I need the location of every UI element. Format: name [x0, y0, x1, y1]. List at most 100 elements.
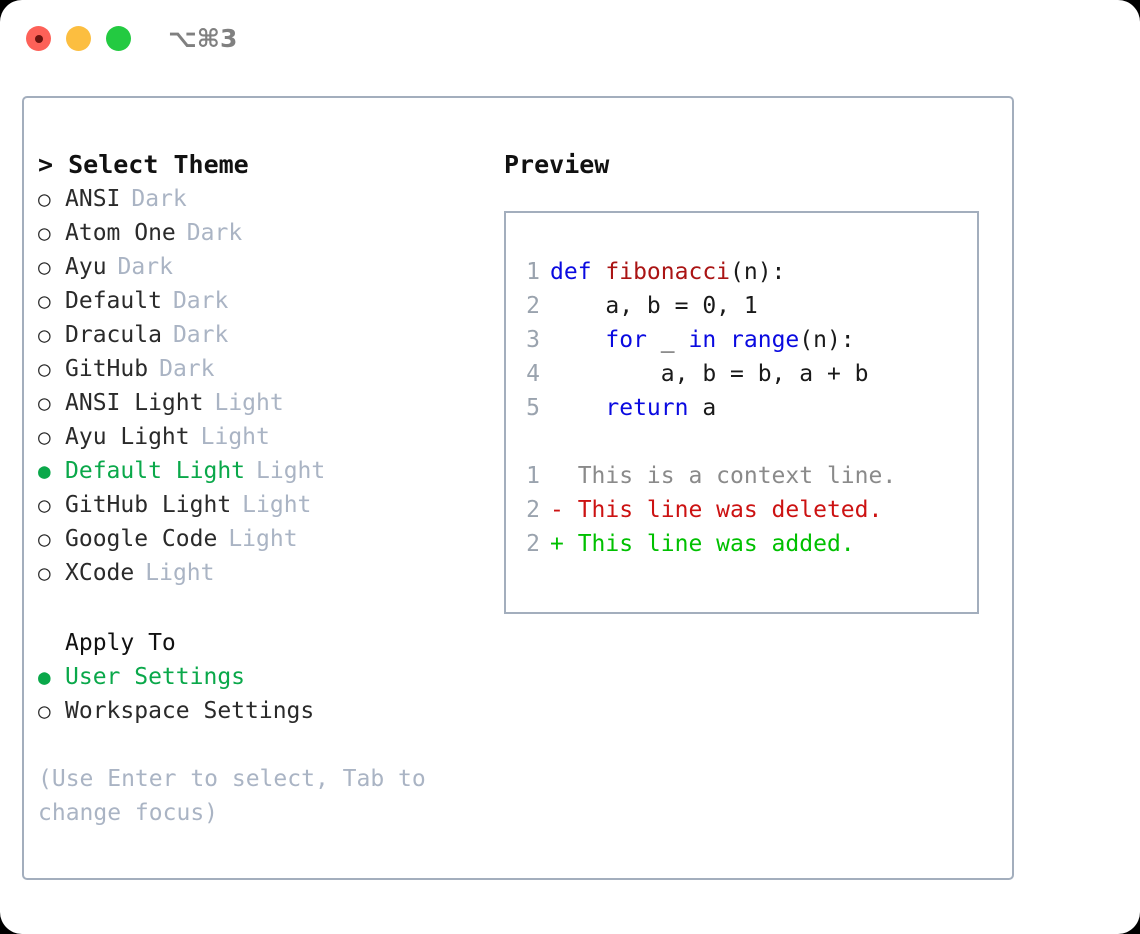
- code-line-number: 2: [526, 293, 540, 319]
- diff-line-number: 2: [526, 531, 540, 557]
- theme-option-label: ANSI: [65, 186, 121, 212]
- keyboard-hint-text: (Use Enter to select, Tab to change focu…: [38, 766, 426, 826]
- close-window-button[interactable]: [26, 26, 51, 51]
- diff-line-text: + This line was added.: [550, 531, 855, 557]
- theme-option-label: Dracula: [65, 322, 162, 348]
- theme-option-tag: Dark: [186, 220, 243, 246]
- code-token-pl: a, b = b, a + b: [550, 361, 869, 387]
- apply-to-option-workspace-settings[interactable]: ○ Workspace Settings: [38, 694, 502, 728]
- radio-unselected-icon: ○: [38, 391, 51, 415]
- diff-line-number: 2: [526, 497, 540, 523]
- theme-option-label: Default: [65, 288, 162, 314]
- preview-header: Preview: [504, 150, 610, 179]
- theme-option-github-light[interactable]: ○ GitHub Light Light: [38, 488, 502, 522]
- theme-option-label: GitHub: [65, 356, 149, 382]
- code-line-text: a, b = 0, 1: [550, 289, 758, 323]
- code-token-pl: [550, 327, 605, 353]
- apply-to-option-label: Workspace Settings: [65, 698, 315, 724]
- code-line: 1 def fibonacci(n):: [506, 255, 977, 289]
- theme-option-tag: Dark: [172, 322, 229, 348]
- code-line-text: def fibonacci(n):: [550, 255, 785, 289]
- code-token-kw: for: [605, 327, 647, 353]
- code-token-pl: (n):: [799, 327, 855, 353]
- radio-unselected-icon: ○: [38, 357, 51, 381]
- code-line-number: 3: [526, 327, 540, 353]
- code-token-kw: def: [550, 259, 606, 285]
- theme-option-tag: Dark: [117, 254, 173, 280]
- theme-option-ayu-light[interactable]: ○ Ayu Light Light: [38, 420, 502, 454]
- theme-option-tag: Dark: [159, 356, 215, 382]
- code-token-pl: [550, 395, 605, 421]
- theme-option-label: Default Light: [65, 458, 246, 484]
- radio-unselected-icon: ○: [38, 561, 51, 585]
- radio-unselected-icon: ○: [38, 527, 51, 551]
- theme-option-atom-one[interactable]: ○ Atom One Dark: [38, 216, 502, 250]
- code-line-number: 5: [526, 395, 540, 421]
- radio-unselected-icon: ○: [38, 187, 51, 211]
- code-token-fn: fibonacci: [605, 259, 731, 285]
- radio-unselected-icon: ○: [38, 221, 51, 245]
- code-line-number: 4: [526, 361, 540, 387]
- theme-option-tag: Dark: [131, 186, 187, 212]
- code-line-number: 1: [526, 259, 540, 285]
- theme-option-default-light[interactable]: ● Default Light Light: [38, 454, 502, 488]
- diff-line-text: This is a context line.: [550, 463, 897, 489]
- apply-to-option-label: User Settings: [65, 664, 246, 690]
- apply-to-header: Apply To: [65, 630, 176, 656]
- theme-option-label: Atom One: [65, 220, 176, 246]
- code-line-text: return a: [550, 391, 716, 425]
- radio-unselected-icon: ○: [38, 699, 51, 723]
- radio-unselected-icon: ○: [38, 493, 51, 517]
- code-line: 2 a, b = 0, 1: [506, 289, 977, 323]
- theme-option-ayu[interactable]: ○ Ayu Dark: [38, 250, 502, 284]
- radio-unselected-icon: ○: [38, 425, 51, 449]
- theme-option-tag: Light: [228, 526, 298, 552]
- theme-option-label: GitHub Light: [65, 492, 232, 518]
- radio-unselected-icon: ○: [38, 255, 51, 279]
- code-token-kw: return: [605, 395, 689, 421]
- diff-line-ctx: 1 This is a context line.: [506, 459, 977, 493]
- diff-sample: 1 This is a context line.2- This line wa…: [506, 459, 977, 561]
- diff-line-number: 1: [526, 463, 540, 489]
- theme-option-github[interactable]: ○ GitHub Dark: [38, 352, 502, 386]
- diff-line-add: 2 + This line was added.: [506, 527, 977, 561]
- apply-to-option-user-settings[interactable]: ● User Settings: [38, 660, 502, 694]
- radio-selected-icon: ●: [38, 665, 51, 689]
- code-line-text: for _ in range(n):: [550, 323, 855, 357]
- code-blank-line: [506, 425, 977, 459]
- theme-option-label: XCode: [65, 560, 135, 586]
- theme-option-tag: Light: [242, 492, 312, 518]
- theme-option-tag: Light: [214, 390, 284, 416]
- diff-line-del: 2- This line was deleted.: [506, 493, 977, 527]
- code-line-text: a, b = b, a + b: [550, 357, 869, 391]
- code-token-pl: a: [688, 395, 717, 421]
- traffic-light-buttons: [26, 26, 131, 51]
- theme-option-dracula[interactable]: ○ Dracula Dark: [38, 318, 502, 352]
- theme-option-tag: Light: [200, 424, 270, 450]
- keyboard-shortcut-label: ⌥⌘3: [168, 24, 238, 53]
- radio-selected-icon: ●: [38, 459, 51, 483]
- theme-option-label: Ayu Light: [65, 424, 190, 450]
- code-line: 5 return a: [506, 391, 977, 425]
- theme-option-label: Ayu: [65, 254, 107, 280]
- maximize-window-button[interactable]: [106, 26, 131, 51]
- select-theme-header: > Select Theme: [38, 150, 249, 179]
- radio-unselected-icon: ○: [38, 323, 51, 347]
- theme-option-ansi[interactable]: ○ ANSI Dark: [38, 182, 502, 216]
- section-spacer: [38, 590, 502, 626]
- minimize-window-button[interactable]: [66, 26, 91, 51]
- theme-option-tag: Light: [256, 458, 326, 484]
- radio-unselected-icon: ○: [38, 289, 51, 313]
- code-token-pl: _: [646, 327, 689, 353]
- code-token-pl: a, b = 0, 1: [550, 293, 758, 319]
- code-line: 4 a, b = b, a + b: [506, 357, 977, 391]
